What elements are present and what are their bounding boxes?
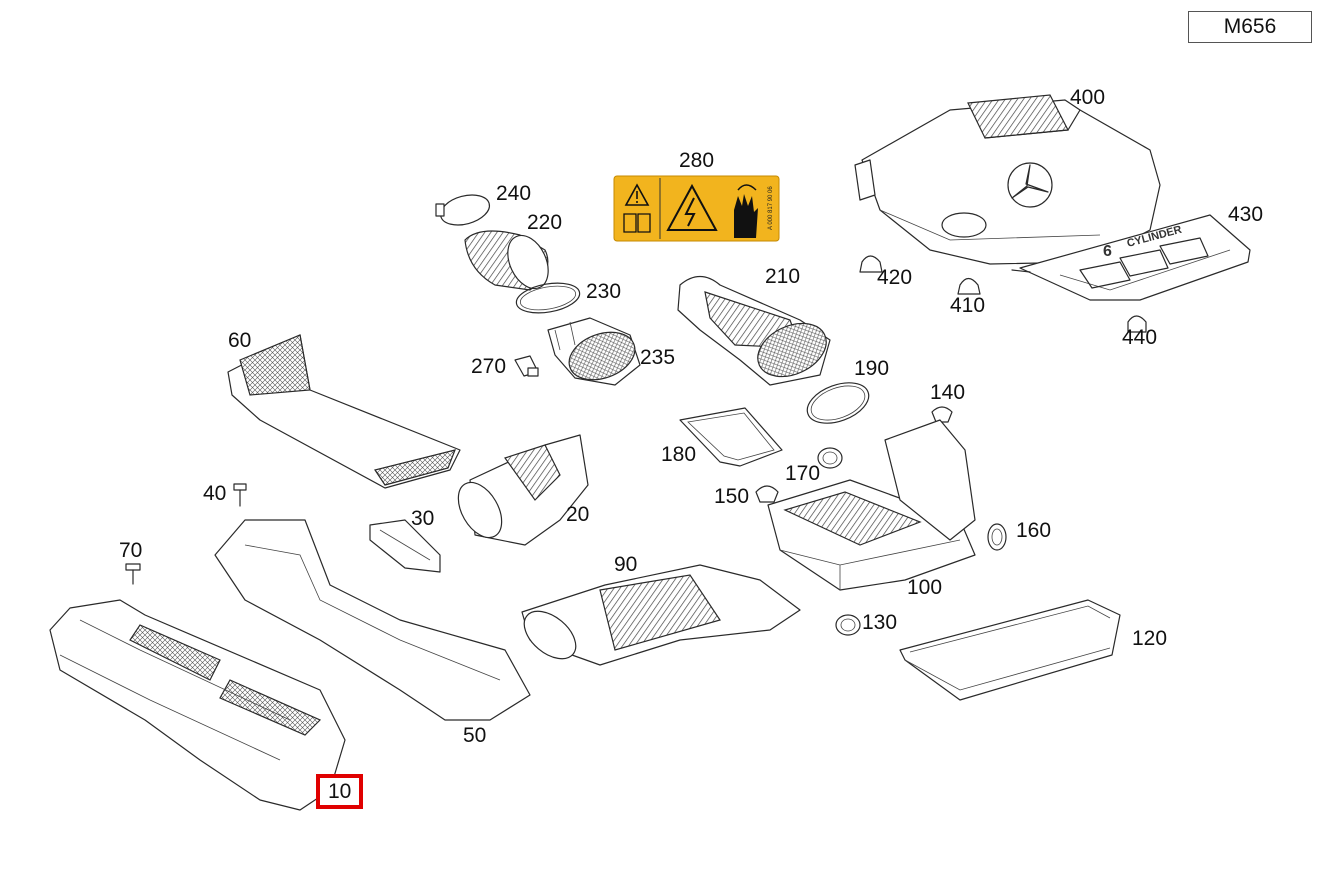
- callout-90[interactable]: 90: [614, 553, 638, 576]
- callout-50[interactable]: 50: [463, 724, 487, 747]
- seal-ring-part-190[interactable]: [802, 375, 874, 431]
- intake-duct-part-210[interactable]: [677, 275, 835, 387]
- callout-400[interactable]: 400: [1070, 86, 1106, 109]
- callout-420[interactable]: 420: [877, 266, 913, 289]
- filter-gasket-part-180[interactable]: [679, 407, 783, 467]
- sensor-part-270[interactable]: [514, 355, 539, 377]
- callout-220[interactable]: 220: [527, 211, 563, 234]
- screw-part-40[interactable]: [233, 483, 247, 507]
- callout-235[interactable]: 235: [640, 346, 676, 369]
- air-duct-part-90[interactable]: [515, 564, 801, 668]
- callout-280[interactable]: 280: [679, 149, 715, 172]
- grommet-part-440[interactable]: [1127, 315, 1147, 333]
- callout-140[interactable]: 140: [930, 381, 966, 404]
- callout-440[interactable]: 440: [1122, 326, 1158, 349]
- bracket-part-30[interactable]: [369, 519, 441, 573]
- callout-160[interactable]: 160: [1016, 519, 1052, 542]
- callout-240[interactable]: 240: [496, 182, 532, 205]
- grommet-part-170[interactable]: [817, 447, 843, 469]
- callout-40[interactable]: 40: [203, 482, 227, 505]
- grommet-part-410[interactable]: [957, 277, 981, 295]
- callout-270[interactable]: 270: [471, 355, 507, 378]
- callout-180[interactable]: 180: [661, 443, 697, 466]
- grommet-part-130[interactable]: [835, 614, 861, 636]
- warning-label-part-number: A 000 817 90 06: [768, 186, 774, 230]
- grommet-part-160[interactable]: [987, 523, 1007, 551]
- callout-130[interactable]: 130: [862, 611, 898, 634]
- cylinder-cover-part-430[interactable]: CYLINDER 6: [1011, 214, 1251, 301]
- clip-part-140[interactable]: [931, 406, 953, 423]
- callout-60[interactable]: 60: [228, 329, 252, 352]
- callout-210[interactable]: 210: [765, 265, 801, 288]
- callout-10-selected[interactable]: 10: [316, 774, 364, 809]
- seal-ring-part-230[interactable]: [514, 279, 582, 318]
- duct-bracket-part-50[interactable]: [214, 519, 531, 721]
- callout-230[interactable]: 230: [586, 280, 622, 303]
- grommet-part-420[interactable]: [859, 255, 883, 273]
- screw-part-70[interactable]: [125, 563, 141, 585]
- callout-170[interactable]: 170: [785, 462, 821, 485]
- air-filter-element-part-120[interactable]: [899, 599, 1121, 701]
- callout-410[interactable]: 410: [950, 294, 986, 317]
- engine-cover-part-400[interactable]: [854, 94, 1161, 265]
- callout-70[interactable]: 70: [119, 539, 143, 562]
- callout-430[interactable]: 430: [1228, 203, 1264, 226]
- air-duct-part-20[interactable]: [449, 434, 589, 546]
- cylinder-badge-numeral: 6: [1103, 243, 1112, 260]
- intake-snorkel-part-60[interactable]: [227, 334, 461, 489]
- clamp-part-240[interactable]: [435, 190, 493, 230]
- warning-label-part-280[interactable]: A 000 817 90 06: [613, 175, 780, 242]
- callout-30[interactable]: 30: [411, 507, 435, 530]
- callout-20[interactable]: 20: [566, 503, 590, 526]
- clip-part-150[interactable]: [755, 485, 779, 503]
- lower-housing-part-10[interactable]: [49, 599, 346, 811]
- intake-bellows-part-220[interactable]: [464, 229, 556, 295]
- callout-190[interactable]: 190: [854, 357, 890, 380]
- air-mass-sensor-housing-part-235[interactable]: [547, 317, 641, 388]
- callout-150[interactable]: 150: [714, 485, 750, 508]
- air-filter-housing-part-100[interactable]: [767, 419, 976, 591]
- callout-100[interactable]: 100: [907, 576, 943, 599]
- model-code-box: M656: [1188, 11, 1312, 43]
- callout-120[interactable]: 120: [1132, 627, 1168, 650]
